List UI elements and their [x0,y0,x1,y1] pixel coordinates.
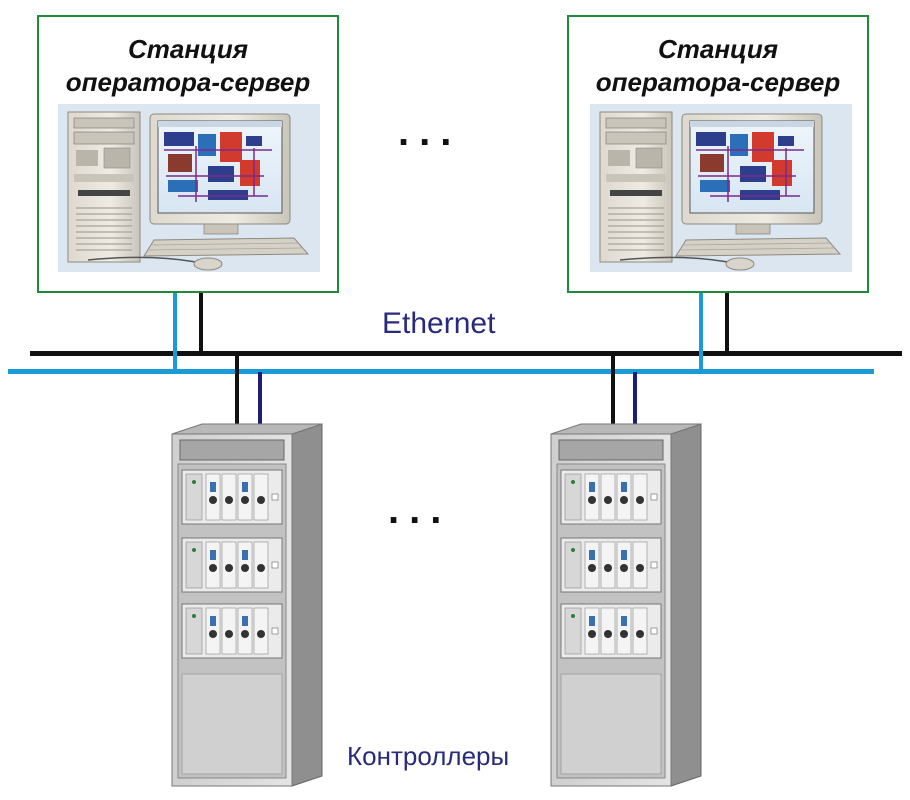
station-1-workstation-icon [57,103,321,273]
station-2-title-line2: оператора-сервер [595,67,841,97]
controller-2-black-link [611,354,615,426]
controller-1-cabinet-icon [172,424,322,786]
controller-1-black-link [235,354,239,426]
station-2-workstation-icon [589,103,853,273]
station-2-title-line1: Станция [657,34,779,64]
controllers-label: Контроллеры [347,741,510,771]
station-2-black-link [725,293,729,354]
controller-2-cabinet-icon [551,424,701,786]
controllers-ellipsis: ... [388,488,452,532]
station-1-title-line2: оператора-сервер [65,67,311,97]
station-1-blue-link [173,293,177,371]
station-2-title: Станция оператора-сервер [569,33,867,99]
station-2-blue-link [699,293,703,371]
stations-ellipsis: ... [398,110,462,154]
ethernet-label: Ethernet [382,307,496,340]
controller-1-navy-link [258,372,262,426]
station-1-title: Станция оператора-сервер [39,33,337,99]
station-1-black-link [199,293,203,354]
controller-2-navy-link [633,372,637,426]
station-1-title-line1: Станция [127,34,249,64]
ethernet-bus-primary [30,351,902,356]
ethernet-bus-redundant [8,369,874,374]
